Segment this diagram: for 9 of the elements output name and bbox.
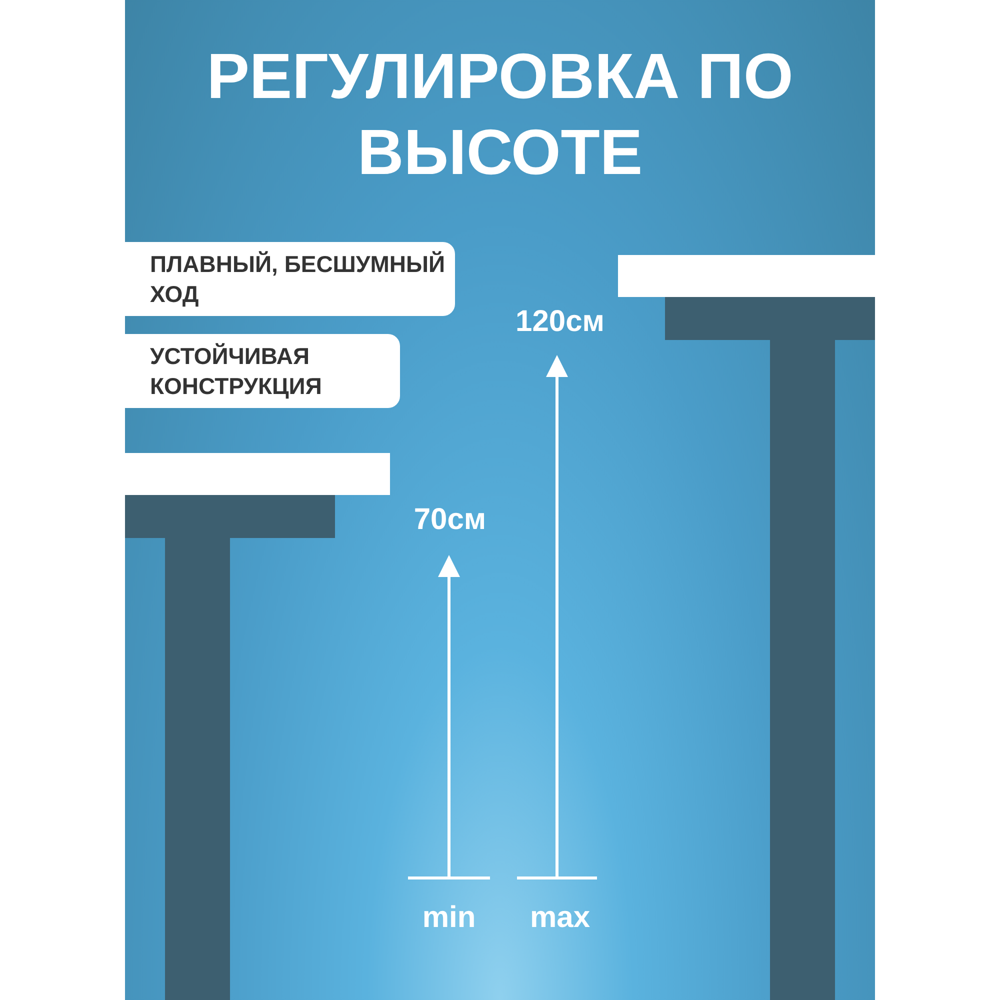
title: РЕГУЛИРОВКА ПО ВЫСОТЕ <box>206 39 794 190</box>
feature-card <box>125 334 400 408</box>
height-label: 70см <box>412 502 488 538</box>
feature-text: УСТОЙЧИВАЯ КОНСТРУКЦИЯ <box>150 342 323 401</box>
feature-card <box>125 242 455 316</box>
height-label: 120см <box>514 304 606 340</box>
feature-text: ПЛАВНЫЙ, БЕСШУМНЫЙ ХОД <box>150 250 446 309</box>
position-label: min <box>421 900 477 936</box>
position-label: max <box>528 900 592 936</box>
